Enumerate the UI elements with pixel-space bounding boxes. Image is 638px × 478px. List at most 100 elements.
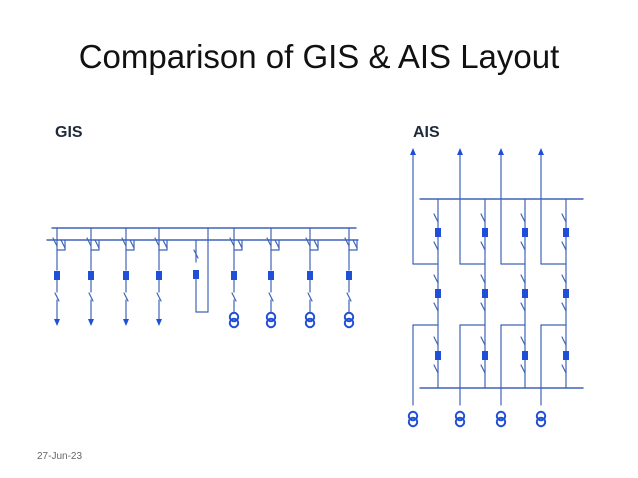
- feeder-arrow: [88, 319, 94, 326]
- transformer-winding: [407, 410, 419, 422]
- gis-single-line-diagram: [46, 227, 359, 329]
- gis-label: GIS: [55, 124, 83, 141]
- feeder-arrow: [410, 148, 416, 155]
- disconnector-switch: [346, 292, 352, 302]
- disconnector-switch: [231, 292, 237, 302]
- disconnector-switch: [94, 239, 100, 249]
- disconnector-switch: [520, 336, 526, 346]
- transformer-symbol: [407, 410, 419, 428]
- ais-outgoing-feeder: [410, 148, 416, 241]
- circuit-breaker: [88, 271, 94, 280]
- disconnector-switch: [156, 292, 162, 302]
- circuit-breaker: [54, 271, 60, 280]
- disconnector-switch: [60, 239, 66, 249]
- transformer-winding: [535, 416, 547, 428]
- transformer-winding: [265, 311, 277, 323]
- gis-bay: [304, 227, 319, 329]
- disconnector-switch: [520, 274, 526, 284]
- circuit-breaker: [563, 228, 569, 237]
- disconnector-switch: [123, 292, 129, 302]
- gis-bay: [86, 227, 100, 326]
- circuit-breaker: [435, 351, 441, 360]
- ais-diameter: [459, 198, 488, 406]
- transformer-winding: [265, 317, 277, 329]
- gis-bay: [52, 227, 66, 326]
- disconnector-switch: [88, 292, 94, 302]
- circuit-breaker: [268, 271, 274, 280]
- disconnector-switch: [52, 237, 58, 247]
- transformer-winding: [454, 410, 466, 422]
- feeder-arrow: [123, 319, 129, 326]
- circuit-breaker: [563, 289, 569, 298]
- disconnector-switch: [433, 302, 439, 312]
- circuit-breaker: [307, 271, 313, 280]
- gis-bay: [265, 227, 280, 329]
- disconnector-switch: [561, 241, 567, 251]
- circuit-breaker: [156, 271, 162, 280]
- disconnector-switch: [266, 237, 272, 247]
- circuit-breaker: [346, 271, 352, 280]
- circuit-breaker: [435, 228, 441, 237]
- disconnector-switch: [433, 274, 439, 284]
- circuit-breaker: [482, 289, 488, 298]
- feeder-arrow: [54, 319, 60, 326]
- transformer-symbol: [535, 410, 547, 428]
- transformer-winding: [495, 410, 507, 422]
- ais-outgoing-feeder: [538, 148, 544, 241]
- circuit-breaker: [231, 271, 237, 280]
- transformer-symbol: [304, 311, 316, 329]
- disconnector-switch: [520, 364, 526, 374]
- disconnector-switch: [433, 336, 439, 346]
- disconnector-switch: [433, 364, 439, 374]
- disconnector-switch: [480, 364, 486, 374]
- transformer-winding: [454, 416, 466, 428]
- transformer-winding: [343, 311, 355, 323]
- slide-title: Comparison of GIS & AIS Layout: [78, 38, 560, 75]
- disconnector-switch: [561, 364, 567, 374]
- disconnector-switch: [480, 213, 486, 223]
- gis-bay: [228, 227, 243, 329]
- ais-diameter: [412, 198, 441, 406]
- transformer-winding: [343, 317, 355, 329]
- disconnector-switch: [480, 336, 486, 346]
- circuit-breaker: [193, 270, 199, 279]
- disconnector-switch: [561, 336, 567, 346]
- feeder-arrow: [538, 148, 544, 155]
- ais-single-line-diagram: [407, 148, 584, 428]
- disconnector-switch: [480, 302, 486, 312]
- disconnector-switch: [520, 241, 526, 251]
- ais-outgoing-feeder: [498, 148, 504, 241]
- disconnector-switch: [305, 237, 311, 247]
- transformer-symbol: [265, 311, 277, 329]
- feeder-arrow: [498, 148, 504, 155]
- feeder-arrow: [457, 148, 463, 155]
- disconnector-switch: [274, 239, 280, 249]
- disconnector-switch: [433, 241, 439, 251]
- circuit-breaker: [482, 351, 488, 360]
- circuit-breaker: [123, 271, 129, 280]
- disconnector-switch: [561, 213, 567, 223]
- circuit-breaker: [482, 228, 488, 237]
- transformer-symbol: [228, 311, 240, 329]
- disconnector-switch: [520, 302, 526, 312]
- gis-bay: [343, 227, 358, 329]
- disconnector-switch: [154, 237, 160, 247]
- disconnector-switch: [129, 239, 135, 249]
- disconnector-switch: [121, 237, 127, 247]
- circuit-breaker: [522, 351, 528, 360]
- disconnector-switch: [480, 241, 486, 251]
- disconnector-switch: [313, 239, 319, 249]
- circuit-breaker: [522, 228, 528, 237]
- disconnector-switch: [193, 249, 199, 259]
- gis-bay: [193, 227, 209, 313]
- ais-diameter: [500, 198, 528, 406]
- transformer-symbol: [454, 410, 466, 428]
- transformer-winding: [304, 311, 316, 323]
- disconnector-switch: [86, 237, 92, 247]
- disconnector-switch: [433, 213, 439, 223]
- transformer-winding: [304, 317, 316, 329]
- transformer-winding: [407, 416, 419, 428]
- gis-bay: [154, 227, 168, 326]
- transformer-winding: [228, 317, 240, 329]
